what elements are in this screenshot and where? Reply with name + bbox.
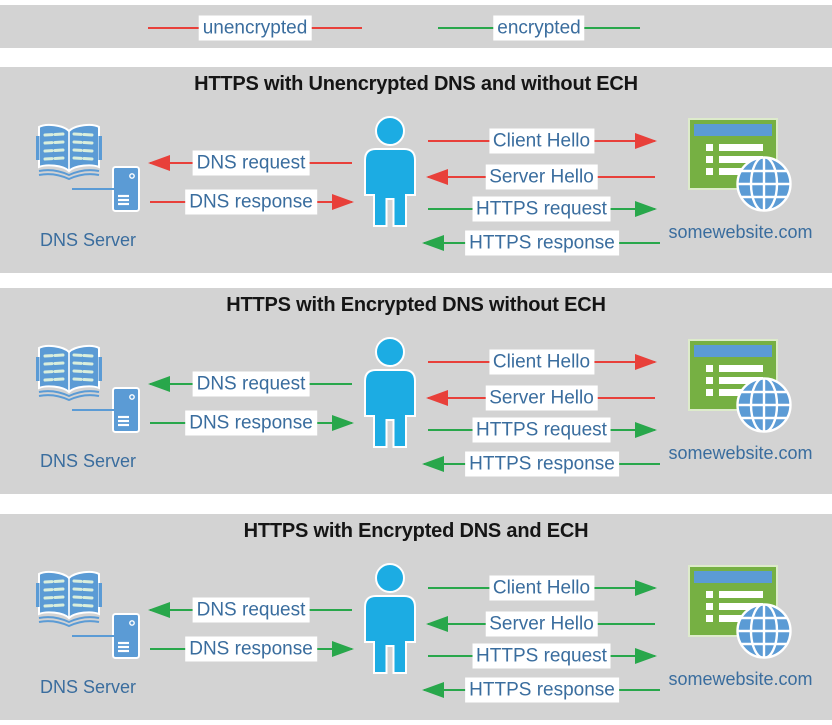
panel-encrypted-dns-with-ech: HTTPS with Encrypted DNS and ECH DNS Ser… xyxy=(0,514,832,720)
window-titlebar xyxy=(694,345,772,357)
arrow-head xyxy=(332,641,354,657)
arrow-label: DNS request xyxy=(192,150,310,176)
arrow-label: DNS request xyxy=(192,597,310,623)
arrow-head xyxy=(635,133,657,149)
arrow-head xyxy=(635,422,657,438)
arrow-head xyxy=(148,155,170,171)
legend-label-unencrypted: unencrypted xyxy=(198,15,312,41)
arrow-label: Client Hello xyxy=(488,575,595,601)
arrow-head xyxy=(148,376,170,392)
dns-book-icon xyxy=(36,343,102,401)
dns-server-icon xyxy=(112,613,140,659)
arrow-head xyxy=(635,201,657,217)
window-titlebar xyxy=(694,124,772,136)
arrow-head xyxy=(422,682,444,698)
website-window-icon xyxy=(688,339,778,411)
dns-server-label: DNS Server xyxy=(40,677,137,697)
arrow-label: DNS response xyxy=(185,636,317,662)
arrow-label: Client Hello xyxy=(488,128,595,154)
arrow-label: HTTPS request xyxy=(472,643,611,669)
arrow-label: HTTPS response xyxy=(465,230,619,256)
user-icon xyxy=(362,116,418,228)
globe-icon xyxy=(735,602,793,660)
arrow-head xyxy=(148,602,170,618)
dns-server-label: DNS Server xyxy=(40,451,137,471)
arrow-head xyxy=(426,169,448,185)
panel-title: HTTPS with Encrypted DNS without ECH xyxy=(226,294,606,316)
legend-label-encrypted: encrypted xyxy=(493,15,585,41)
arrow-label: HTTPS response xyxy=(465,451,619,477)
arrow-head xyxy=(635,648,657,664)
arrow-head xyxy=(635,354,657,370)
arrow-label: HTTPS request xyxy=(472,417,611,443)
panel-unencrypted-dns-no-ech: HTTPS with Unencrypted DNS and without E… xyxy=(0,67,832,273)
arrow-head xyxy=(332,415,354,431)
arrow-label: DNS response xyxy=(185,189,317,215)
dns-server-icon xyxy=(112,166,140,212)
dns-server-label: DNS Server xyxy=(40,230,137,250)
book-server-connector xyxy=(72,409,114,411)
dns-book-icon xyxy=(36,569,102,627)
arrow-label: HTTPS request xyxy=(472,196,611,222)
arrow-head xyxy=(426,616,448,632)
arrow-label: Server Hello xyxy=(485,164,598,190)
arrow-head xyxy=(332,194,354,210)
website-label: somewebsite.com xyxy=(668,669,813,689)
arrow-head xyxy=(422,456,444,472)
arrow-label: DNS response xyxy=(185,410,317,436)
website-label: somewebsite.com xyxy=(668,443,813,463)
arrow-head xyxy=(426,390,448,406)
arrow-head xyxy=(422,235,444,251)
panel-title: HTTPS with Encrypted DNS and ECH xyxy=(243,520,589,542)
globe-icon xyxy=(735,376,793,434)
user-icon xyxy=(362,337,418,449)
dns-server-icon xyxy=(112,387,140,433)
arrow-label: Server Hello xyxy=(485,611,598,637)
book-server-connector xyxy=(72,635,114,637)
user-icon xyxy=(362,563,418,675)
website-label: somewebsite.com xyxy=(668,222,813,242)
arrow-label: Server Hello xyxy=(485,385,598,411)
legend-bar: unencrypted encrypted xyxy=(0,5,832,48)
arrow-head xyxy=(635,580,657,596)
arrow-label: HTTPS response xyxy=(465,677,619,703)
panel-encrypted-dns-no-ech: HTTPS with Encrypted DNS without ECH DNS… xyxy=(0,288,832,494)
panel-title: HTTPS with Unencrypted DNS and without E… xyxy=(194,73,638,95)
window-titlebar xyxy=(694,571,772,583)
globe-icon xyxy=(735,155,793,213)
arrow-label: DNS request xyxy=(192,371,310,397)
arrow-label: Client Hello xyxy=(488,349,595,375)
dns-book-icon xyxy=(36,122,102,180)
book-server-connector xyxy=(72,188,114,190)
